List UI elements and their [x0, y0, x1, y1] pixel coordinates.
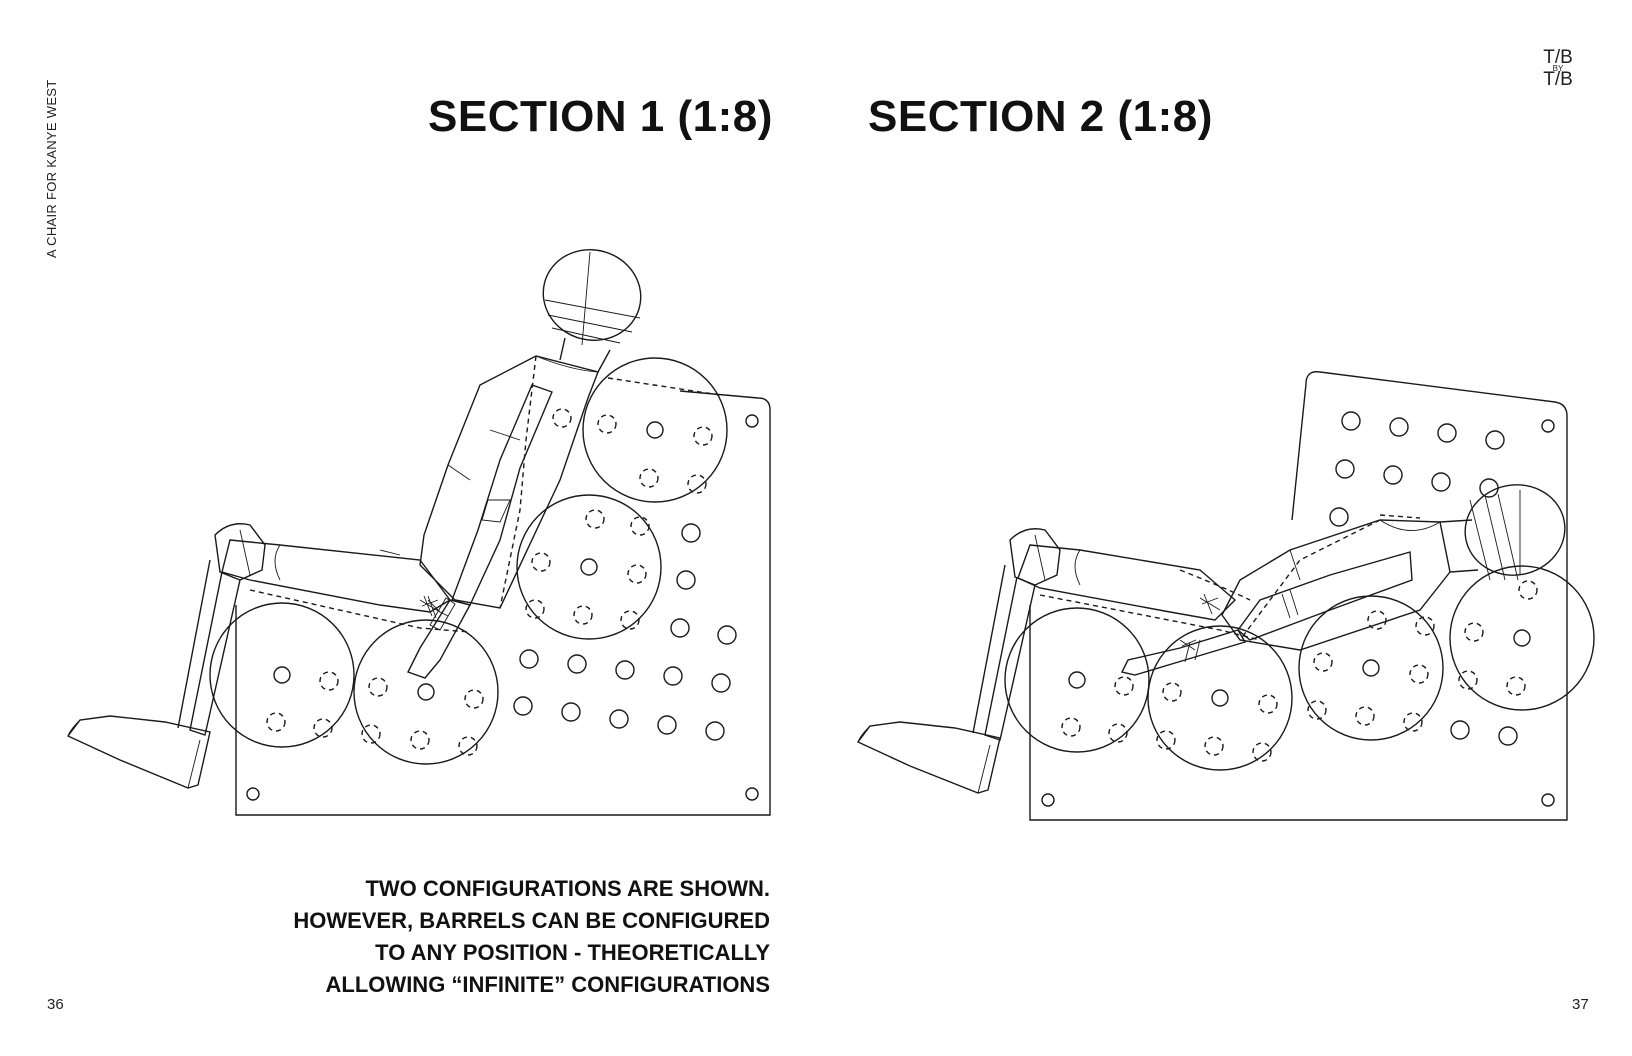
section-2-barrels: [1004, 565, 1595, 771]
section-1-drawing: [66, 249, 771, 816]
section-2-drawing: [856, 371, 1595, 821]
caption-line-3: TO ANY POSITION - THEORETICALLY: [375, 940, 770, 965]
logo-middle: BY: [1552, 64, 1564, 73]
caption-line-4: ALLOWING “INFINITE” CONFIGURATIONS: [325, 972, 770, 997]
configuration-caption: TWO CONFIGURATIONS ARE SHOWN. HOWEVER, B…: [230, 873, 770, 1001]
section-2-base-panel: [1029, 371, 1568, 821]
page-number-left: 36: [47, 996, 64, 1013]
tb-by-tb-logo: T/B BY T/B: [1538, 48, 1578, 89]
section-2-peg-holes: [1329, 411, 1518, 746]
section-1-figure: [66, 249, 721, 789]
caption-line-2: HOWEVER, BARRELS CAN BE CONFIGURED: [293, 908, 770, 933]
logo-bottom: T/B: [1543, 69, 1573, 90]
section-2-title: SECTION 2 (1:8): [868, 92, 1213, 141]
section-1-peg-holes: [513, 523, 737, 741]
section-1-base-panel: [235, 390, 771, 816]
section-1-title: SECTION 1 (1:8): [428, 92, 773, 141]
page-number-right: 37: [1572, 996, 1589, 1013]
caption-line-1: TWO CONFIGURATIONS ARE SHOWN.: [365, 876, 770, 901]
section-1-barrels: [209, 357, 728, 765]
logo-top: T/B: [1543, 47, 1573, 68]
section-2-figure: [856, 484, 1566, 794]
